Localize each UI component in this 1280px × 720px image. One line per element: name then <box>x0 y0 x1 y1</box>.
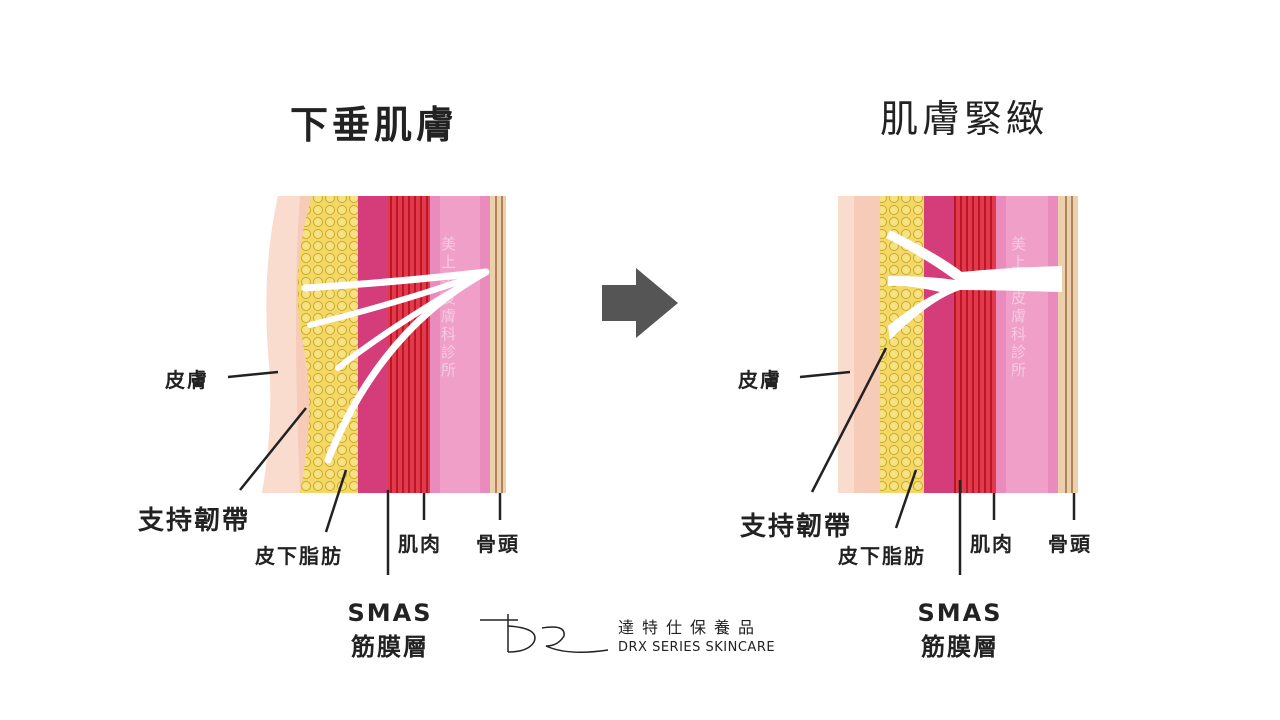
left-label-skin: 皮膚 <box>165 368 209 392</box>
right-smas-layer <box>924 196 956 493</box>
left-label-bone: 骨頭 <box>476 532 520 556</box>
logo-english-text: DRX SERIES SKINCARE <box>618 640 776 655</box>
left-ligaments <box>301 268 490 464</box>
right-watermark: 美上美皮膚科診所 <box>1009 236 1027 380</box>
right-arrow-icon <box>602 268 678 338</box>
left-label-smas: SMAS 筋膜層 <box>340 596 440 664</box>
left-label-ligament: 支持韌帶 <box>138 506 251 536</box>
right-ligament <box>886 230 1062 340</box>
right-label-skin: 皮膚 <box>738 368 782 392</box>
right-smas-line1: SMAS <box>917 599 1003 627</box>
left-leader-lines <box>227 370 502 575</box>
right-leader-lines <box>799 347 1076 575</box>
right-label-smas: SMAS 筋膜層 <box>910 596 1010 664</box>
left-watermark: 美上美皮膚科診所 <box>439 236 457 380</box>
left-bone-layer <box>490 196 506 493</box>
left-skin-diagram <box>262 196 506 493</box>
drx-logo-mark <box>480 614 609 653</box>
left-label-fat: 皮下脂肪 <box>255 544 343 568</box>
right-label-fat: 皮下脂肪 <box>838 544 926 568</box>
right-label-muscle: 肌肉 <box>970 532 1014 556</box>
right-label-bone: 骨頭 <box>1048 532 1092 556</box>
right-smas-line2: 筋膜層 <box>921 633 999 661</box>
right-bone-layer <box>1058 196 1078 493</box>
logo-chinese-text: 達特仕保養品 <box>618 618 763 637</box>
right-label-ligament: 支持韌帶 <box>740 512 853 542</box>
right-panel-title: 肌膚緊緻 <box>880 97 1049 141</box>
right-muscle-layer <box>954 196 996 493</box>
left-smas-line2: 筋膜層 <box>351 633 429 661</box>
right-skin-diagram <box>838 196 1078 493</box>
left-label-muscle: 肌肉 <box>398 532 442 556</box>
drx-logo: 達特仕保養品 DRX SERIES SKINCARE <box>478 606 778 666</box>
left-smas-line1: SMAS <box>347 599 433 627</box>
left-panel-title: 下垂肌膚 <box>290 103 459 147</box>
